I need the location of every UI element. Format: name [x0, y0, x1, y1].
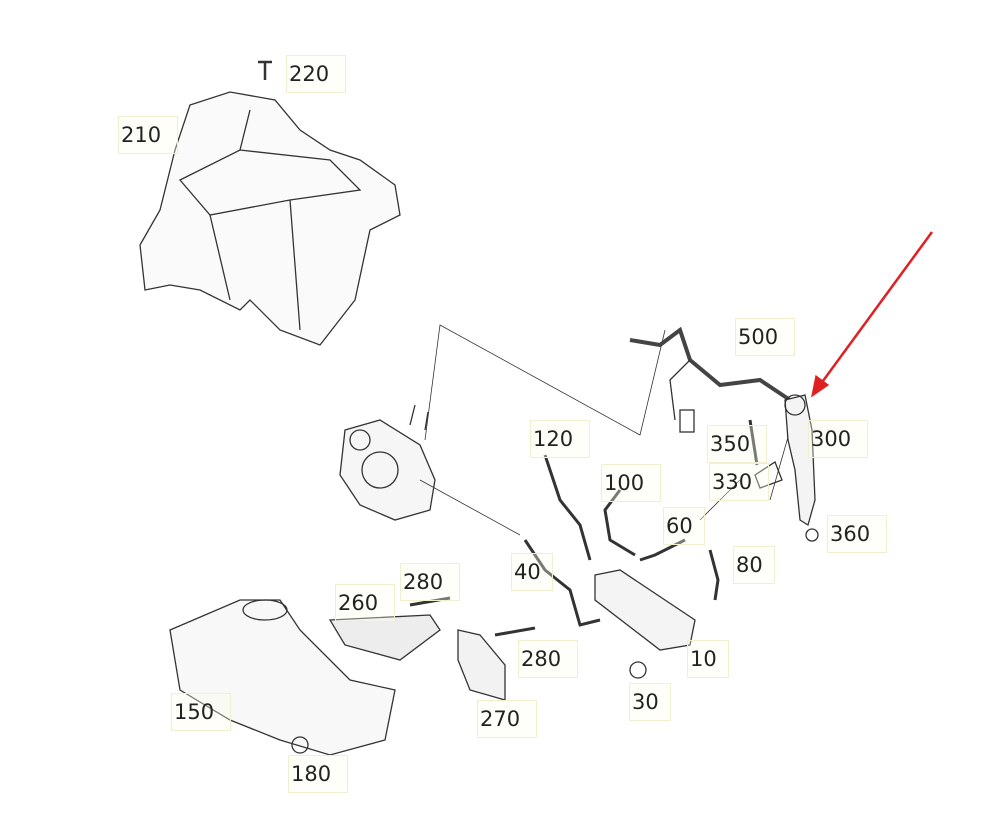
callout-150: 150	[171, 693, 231, 731]
housing-150	[169, 599, 396, 756]
callout-30: 30	[629, 683, 671, 721]
callout-260: 260	[335, 584, 395, 622]
callout-300: 300	[808, 420, 868, 458]
callout-280: 280	[518, 640, 578, 678]
callout-210: 210	[118, 116, 178, 154]
fuel-lines	[523, 454, 720, 627]
bracket-270	[457, 629, 506, 701]
fuel-pump	[339, 404, 436, 521]
callout-120: 120	[530, 420, 590, 458]
injector-300	[784, 394, 816, 527]
leader-line	[424, 324, 666, 441]
rail-10	[594, 569, 696, 651]
callout-80: 80	[733, 546, 775, 584]
callout-60: 60	[663, 507, 705, 545]
callout-220: 220	[286, 55, 346, 93]
callout-350: 350	[707, 425, 767, 463]
pointer-arrow	[811, 231, 934, 398]
callout-280: 280	[400, 563, 460, 601]
fuel-return-line-500	[629, 326, 792, 433]
callout-40: 40	[511, 553, 553, 591]
bolt-350	[748, 419, 759, 466]
callout-100: 100	[601, 464, 661, 502]
callout-10: 10	[687, 640, 729, 678]
engine-cover-part-210	[139, 91, 401, 346]
callout-330: 330	[709, 463, 769, 501]
callout-270: 270	[477, 700, 537, 738]
screw-220	[258, 60, 272, 80]
callout-500: 500	[735, 318, 795, 356]
callout-180: 180	[288, 755, 348, 793]
nut-30	[629, 661, 647, 679]
bolt-280	[409, 596, 536, 637]
washer-360	[805, 528, 819, 542]
nut-180	[291, 736, 309, 754]
callout-360: 360	[827, 515, 887, 553]
bracket-260	[328, 614, 441, 661]
